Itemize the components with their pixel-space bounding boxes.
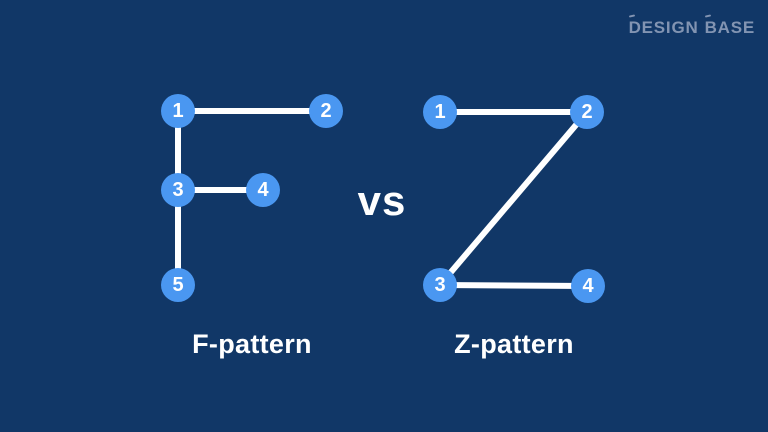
f-pattern-node-5: 5 — [161, 268, 195, 302]
f-pattern-label: F-pattern — [192, 329, 312, 359]
logo-word-design: DESIGN — [628, 18, 699, 37]
f-pattern-node-1: 1 — [161, 94, 195, 128]
logo-word-base: BASE — [704, 18, 755, 37]
z-pattern-lines — [437, 109, 591, 289]
z-pattern-node-1: 1 — [423, 95, 457, 129]
z-pattern-node-2: 2 — [570, 95, 604, 129]
vs-label: vs — [357, 177, 407, 224]
f-pattern-node-3: 3 — [161, 173, 195, 207]
brand-logo: DESIGN BASE — [629, 19, 755, 36]
z-pattern-node-4: 4 — [571, 269, 605, 303]
f-pattern-node-2: 2 — [309, 94, 343, 128]
z-pattern-label: Z-pattern — [454, 329, 574, 359]
z-pattern-node-3: 3 — [423, 268, 457, 302]
f-pattern-node-4: 4 — [246, 173, 280, 207]
